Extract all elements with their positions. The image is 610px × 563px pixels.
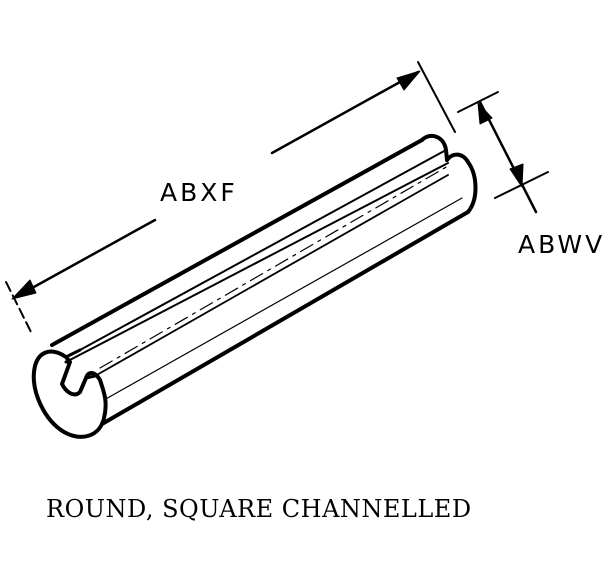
length-arrow-right-icon	[396, 70, 421, 91]
rod-rear-end	[420, 133, 478, 214]
channel-hidden-line	[99, 165, 449, 369]
rod-lower-shade-line	[103, 197, 463, 401]
width-arrow-top-icon	[477, 102, 493, 125]
channel-front-notch	[64, 348, 97, 380]
rod-body	[31, 133, 478, 439]
rod-front-end-face	[31, 349, 108, 439]
rod-bottom-edge	[100, 210, 470, 426]
channel-floor-edge	[94, 174, 449, 377]
width-extension-line-top	[457, 91, 499, 113]
length-dimension	[5, 61, 456, 335]
channel-upper-edge	[79, 149, 447, 351]
figure-caption: ROUND, SQUARE CHANNELLED	[46, 495, 472, 523]
rod-top-edge	[50, 138, 424, 347]
width-dimension-label: ABWV	[518, 230, 606, 259]
length-extension-line-left	[5, 281, 33, 335]
length-arrow-left-icon	[11, 279, 37, 300]
length-dimension-label: ABXF	[160, 178, 238, 207]
length-dimension-line-left	[12, 218, 157, 300]
channel-lower-edge	[65, 162, 449, 363]
length-dimension-line-right	[270, 70, 420, 155]
length-extension-line-right	[417, 61, 456, 133]
width-dimension	[457, 91, 549, 214]
width-arrow-bottom-icon	[509, 163, 524, 188]
width-dimension-line	[478, 100, 538, 214]
